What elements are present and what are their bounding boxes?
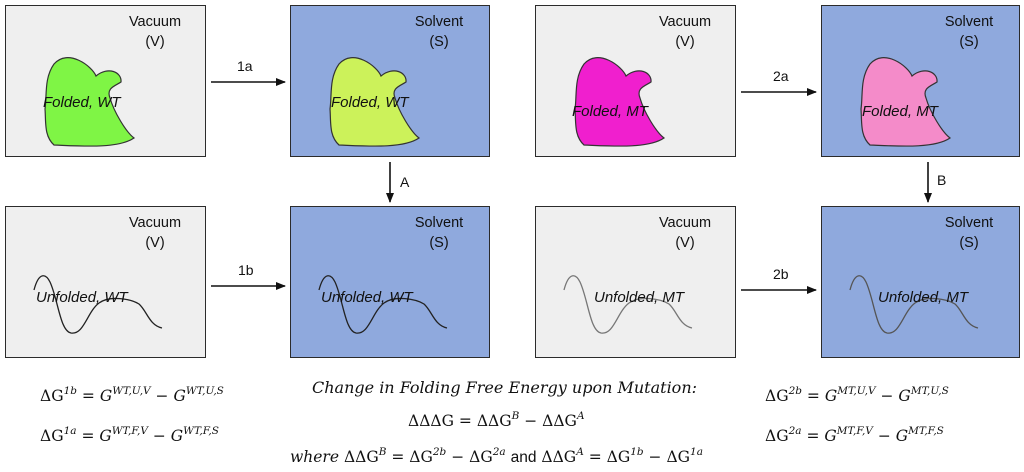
molecule-label: Folded, MT [572, 103, 648, 120]
panel-title: Solvent(S) [944, 14, 994, 50]
panel-title: Vacuum(V) [658, 14, 712, 50]
panel-title: Solvent(S) [414, 14, 464, 50]
panel-title: Vacuum(V) [128, 14, 182, 50]
equation-dG-1a: ΔG1a = GWT,F,V − GWT,F,S [40, 425, 219, 445]
unfolded-chain-mt-solvent [849, 275, 979, 334]
panel-solvent-unfolded-mt: Solvent(S) Unfolded, MT [821, 206, 1020, 358]
molecule-label: Folded, WT [331, 94, 409, 111]
equation-where: where ΔΔGB = ΔG2b − ΔG2a and ΔΔGA = ΔG1b… [290, 446, 703, 466]
molecule-label: Unfolded, MT [878, 289, 969, 306]
panel-vacuum-folded-mt: Vacuum(V) Folded, MT [535, 5, 736, 157]
folding-free-energy-title: Change in Folding Free Energy upon Mutat… [312, 378, 698, 397]
folded-protein-mt-solvent [860, 57, 952, 147]
arrow-label-A: A [400, 174, 410, 190]
equation-dG-2b: ΔG2b = GMT,U,V − GMT,U,S [765, 385, 949, 405]
panel-solvent-unfolded-wt: Solvent(S) Unfolded, WT [290, 206, 490, 358]
molecule-label: Folded, WT [43, 94, 121, 111]
arrow-label-1b: 1b [238, 262, 254, 278]
panel-vacuum-folded-wt: Vacuum(V) Folded, WT [5, 5, 206, 157]
equation-dG-1b: ΔG1b = GWT,U,V − GWT,U,S [40, 385, 224, 405]
panel-solvent-folded-wt: Solvent(S) Folded, WT [290, 5, 490, 157]
arrow-label-2b: 2b [773, 266, 789, 282]
unfolded-chain-mt-vacuum [563, 275, 693, 334]
panel-title: Solvent(S) [944, 215, 994, 251]
molecule-label: Unfolded, WT [321, 289, 413, 306]
molecule-label: Folded, MT [862, 103, 938, 120]
molecule-label: Unfolded, WT [36, 289, 128, 306]
panel-title: Vacuum(V) [658, 215, 712, 251]
panel-solvent-folded-mt: Solvent(S) Folded, MT [821, 5, 1020, 157]
arrow-label-2a: 2a [773, 68, 789, 84]
equation-dddG: ΔΔΔG = ΔΔGB − ΔΔGA [408, 410, 585, 430]
unfolded-chain-wt-vacuum [33, 275, 163, 334]
folded-protein-mt-vacuum [574, 57, 666, 147]
arrow-label-1a: 1a [237, 58, 253, 74]
panel-title: Vacuum(V) [128, 215, 182, 251]
unfolded-chain-wt-solvent [318, 275, 448, 334]
equation-dG-2a: ΔG2a = GMT,F,V − GMT,F,S [765, 425, 944, 445]
panel-title: Solvent(S) [414, 215, 464, 251]
panel-vacuum-unfolded-mt: Vacuum(V) Unfolded, MT [535, 206, 736, 358]
panel-vacuum-unfolded-wt: Vacuum(V) Unfolded, WT [5, 206, 206, 358]
folded-protein-wt-solvent [329, 57, 421, 147]
molecule-label: Unfolded, MT [594, 289, 685, 306]
folded-protein-wt-vacuum [44, 57, 136, 147]
arrow-label-B: B [937, 172, 947, 188]
